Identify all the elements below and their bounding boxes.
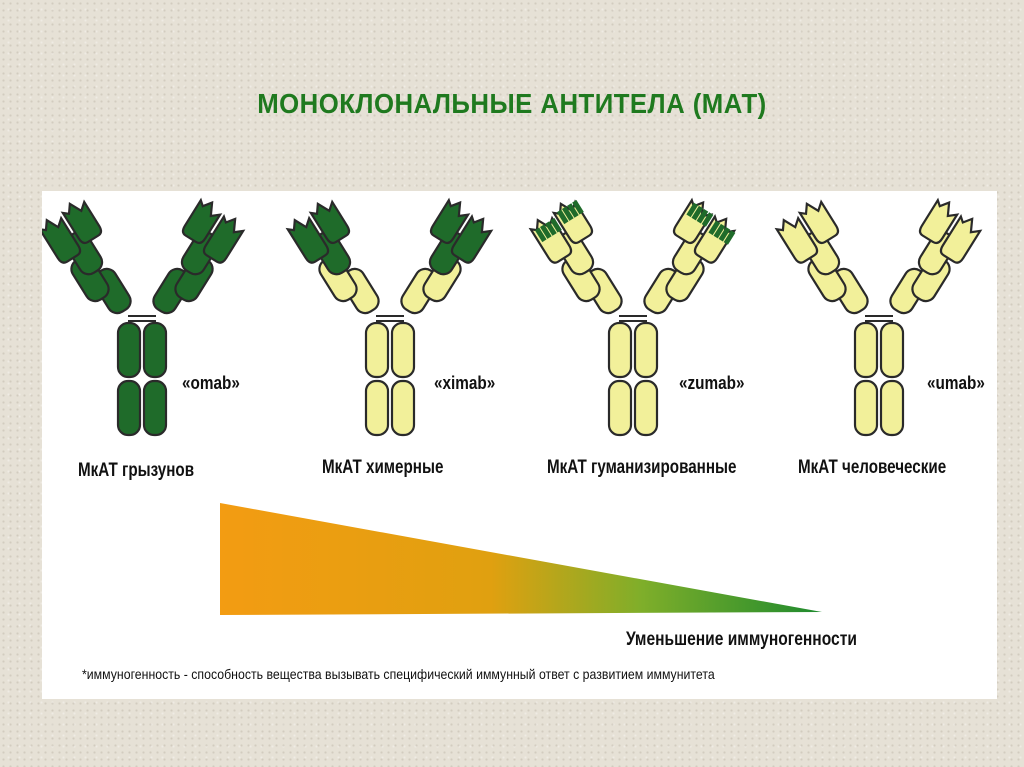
antibody-humanized <box>529 197 738 435</box>
heavy-chain-constant <box>144 381 166 435</box>
footnote: *иммуногенность - способность вещества в… <box>82 666 715 682</box>
antibody-diagram <box>42 191 997 699</box>
heavy-chain-constant <box>881 323 903 377</box>
antibody-suffix-rodent: «omab» <box>182 373 240 394</box>
heavy-chain-constant <box>392 323 414 377</box>
heavy-chain-constant <box>635 323 657 377</box>
antibody-label-human: МкАТ человеческие <box>798 457 946 479</box>
trend-label: Уменьшение иммуногенности <box>626 629 857 651</box>
antibody-label-rodent: МкАТ грызунов <box>78 460 194 482</box>
heavy-chain-constant <box>635 381 657 435</box>
heavy-chain-constant <box>609 323 631 377</box>
heavy-chain-constant <box>118 323 140 377</box>
antibody-chimeric <box>286 197 495 435</box>
antibody-suffix-human: «umab» <box>927 373 985 394</box>
antibody-human <box>775 197 984 435</box>
heavy-chain-constant <box>366 381 388 435</box>
heavy-chain-constant <box>392 381 414 435</box>
heavy-chain-constant <box>855 323 877 377</box>
heavy-chain-constant <box>881 381 903 435</box>
antibody-suffix-chimeric: «ximab» <box>434 373 495 394</box>
antibody-label-chimeric: МкАТ химерные <box>322 457 443 479</box>
heavy-chain-constant <box>609 381 631 435</box>
antibody-suffix-humanized: «zumab» <box>679 373 744 394</box>
immunogenicity-gradient-wedge <box>220 503 822 615</box>
heavy-chain-constant <box>118 381 140 435</box>
heavy-chain-constant <box>366 323 388 377</box>
heavy-chain-constant <box>144 323 166 377</box>
diagram-panel: «omab» «ximab» «zumab» «umab» МкАТ грызу… <box>42 191 997 699</box>
antibody-rodent <box>42 197 246 435</box>
antibody-label-humanized: МкАТ гуманизированные <box>547 457 736 479</box>
slide-title: МОНОКЛОНАЛЬНЫЕ АНТИТЕЛА (МАТ) <box>41 88 983 120</box>
heavy-chain-constant <box>855 381 877 435</box>
